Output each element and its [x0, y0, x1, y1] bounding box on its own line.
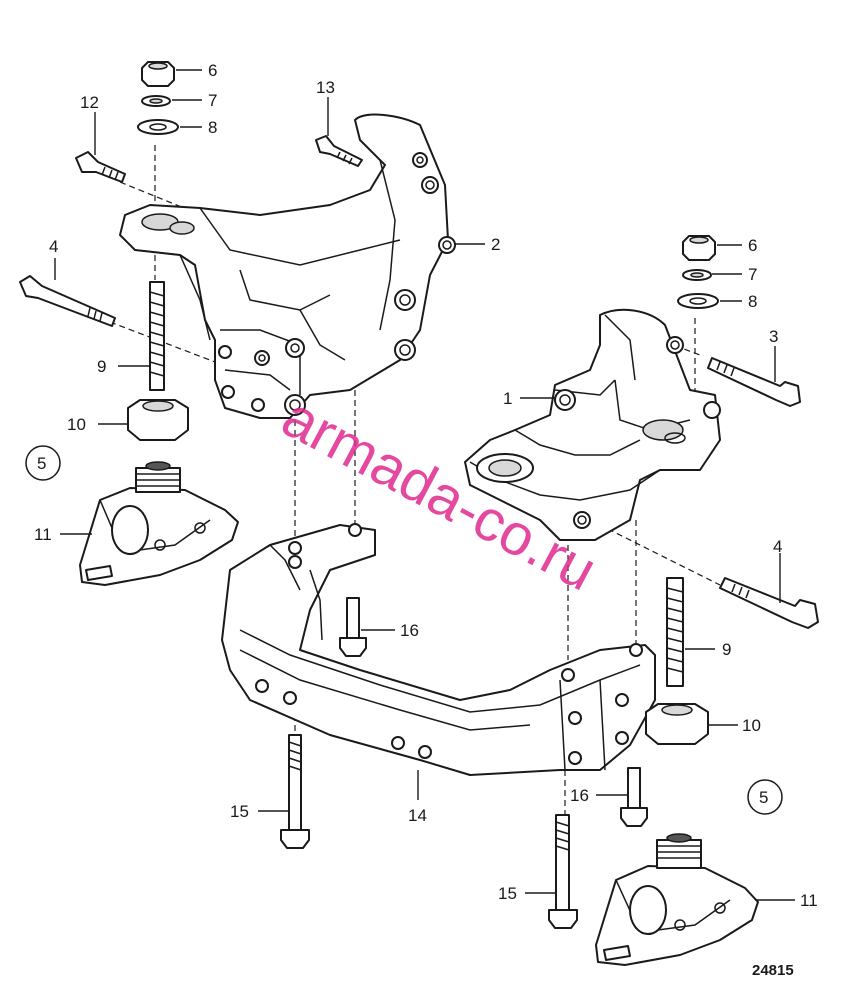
label-6-left: 6 [208, 61, 217, 80]
label-9-right: 9 [722, 640, 731, 659]
label-16-left: 16 [400, 621, 419, 640]
bolt-12 [75, 151, 126, 183]
nut-right [645, 703, 709, 745]
stud-right [666, 577, 684, 687]
bolt-13 [315, 135, 363, 167]
callout-5-right: 5 [747, 779, 783, 815]
figure-code: 24815 [752, 962, 794, 979]
stud-left [149, 281, 165, 391]
part-labels: 6 7 8 12 13 2 4 9 10 11 6 7 8 3 1 4 9 10… [34, 61, 818, 910]
bolt-16-right [620, 767, 648, 827]
label-2: 2 [491, 235, 500, 254]
nut-left [127, 399, 189, 441]
label-10-right: 10 [742, 716, 761, 735]
label-10-left: 10 [67, 415, 86, 434]
label-12: 12 [80, 93, 99, 112]
label-6-right: 6 [748, 236, 757, 255]
bolt-15-left [280, 734, 310, 849]
crossmember [221, 523, 656, 776]
label-11-right: 11 [800, 891, 818, 910]
label-16-right: 16 [570, 786, 589, 805]
label-4-left: 4 [49, 237, 58, 256]
bolt-4-right [719, 577, 819, 629]
bolt-15-right [548, 814, 578, 929]
engine-bracket-left [119, 113, 456, 419]
callout-5-left: 5 [25, 445, 61, 481]
label-8-left: 8 [208, 118, 217, 137]
hardware-stack-left [137, 61, 179, 135]
label-14: 14 [408, 806, 427, 825]
label-8-right: 8 [748, 292, 757, 311]
label-9-left: 9 [97, 357, 106, 376]
label-4-right: 4 [773, 537, 782, 556]
label-15-left: 15 [230, 802, 249, 821]
bolt-16-left [339, 597, 367, 657]
rubber-mount-left [79, 461, 239, 586]
label-11-left: 11 [34, 525, 52, 544]
label-7-right: 7 [748, 265, 757, 284]
label-5-right: 5 [759, 788, 768, 807]
engine-bracket-right [464, 308, 721, 541]
label-13: 13 [316, 78, 335, 97]
bolt-4-left [19, 275, 116, 327]
label-7-left: 7 [208, 91, 217, 110]
label-5-left: 5 [37, 454, 46, 473]
hardware-stack-right [677, 235, 719, 309]
leader-lines [54, 69, 795, 901]
label-3: 3 [769, 327, 778, 346]
label-15-right: 15 [498, 884, 517, 903]
bolt-3 [707, 357, 801, 407]
label-1: 1 [503, 389, 512, 408]
rubber-mount-right [595, 833, 759, 966]
